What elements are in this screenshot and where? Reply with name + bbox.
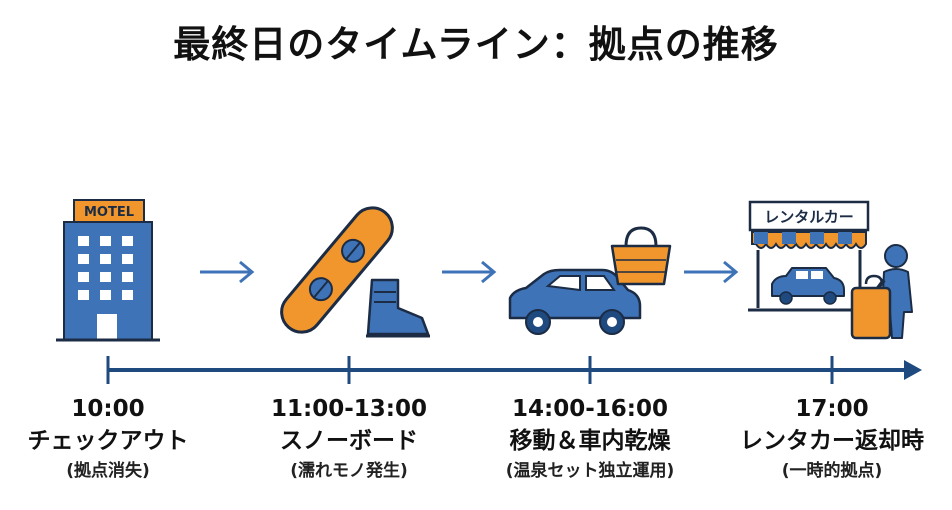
step-note: (一時的拠点) <box>781 461 883 482</box>
rental-shop-icon: レンタルカー <box>748 200 870 312</box>
step-label: 14:00-16:00 移動＆車内乾燥 (温泉セット独立運用) <box>465 396 715 482</box>
snowboard-icon <box>280 206 394 334</box>
step-activity: チェックアウト <box>27 427 189 454</box>
step-label: 11:00-13:00 スノーボード (濡れモノ発生) <box>239 396 459 482</box>
arrow-right-icon <box>442 260 497 284</box>
arrow-right-icon <box>684 260 739 284</box>
rental-sign: レンタルカー <box>764 208 854 226</box>
hotel-sign: MOTEL <box>84 205 134 220</box>
hotel-icon: MOTEL <box>56 199 160 342</box>
step-time: 14:00-16:00 <box>512 396 668 422</box>
bag-icon <box>610 226 672 286</box>
step-time: 10:00 <box>71 396 145 422</box>
step-time: 11:00-13:00 <box>271 396 427 422</box>
arrow-right-icon <box>200 260 255 284</box>
step-label: 17:00 レンタカー返却時 (一時的拠点) <box>718 396 946 482</box>
step-time: 17:00 <box>795 396 869 422</box>
step-label: 10:00 チェックアウト (拠点消失) <box>8 396 208 482</box>
step-activity: 移動＆車内乾燥 <box>509 427 671 454</box>
step-note: (温泉セット独立運用) <box>505 461 675 482</box>
boot-icon <box>366 278 430 338</box>
page-title: 最終日のタイムライン：拠点の推移 <box>173 23 779 66</box>
luggage-icon <box>850 274 892 340</box>
step-activity: スノーボード <box>280 427 418 454</box>
step-activity: レンタカー返却時 <box>740 427 924 454</box>
timeline-axis <box>106 356 922 384</box>
car-icon <box>508 268 642 335</box>
step-note: (濡れモノ発生) <box>290 461 408 482</box>
step-note: (拠点消失) <box>66 461 150 482</box>
